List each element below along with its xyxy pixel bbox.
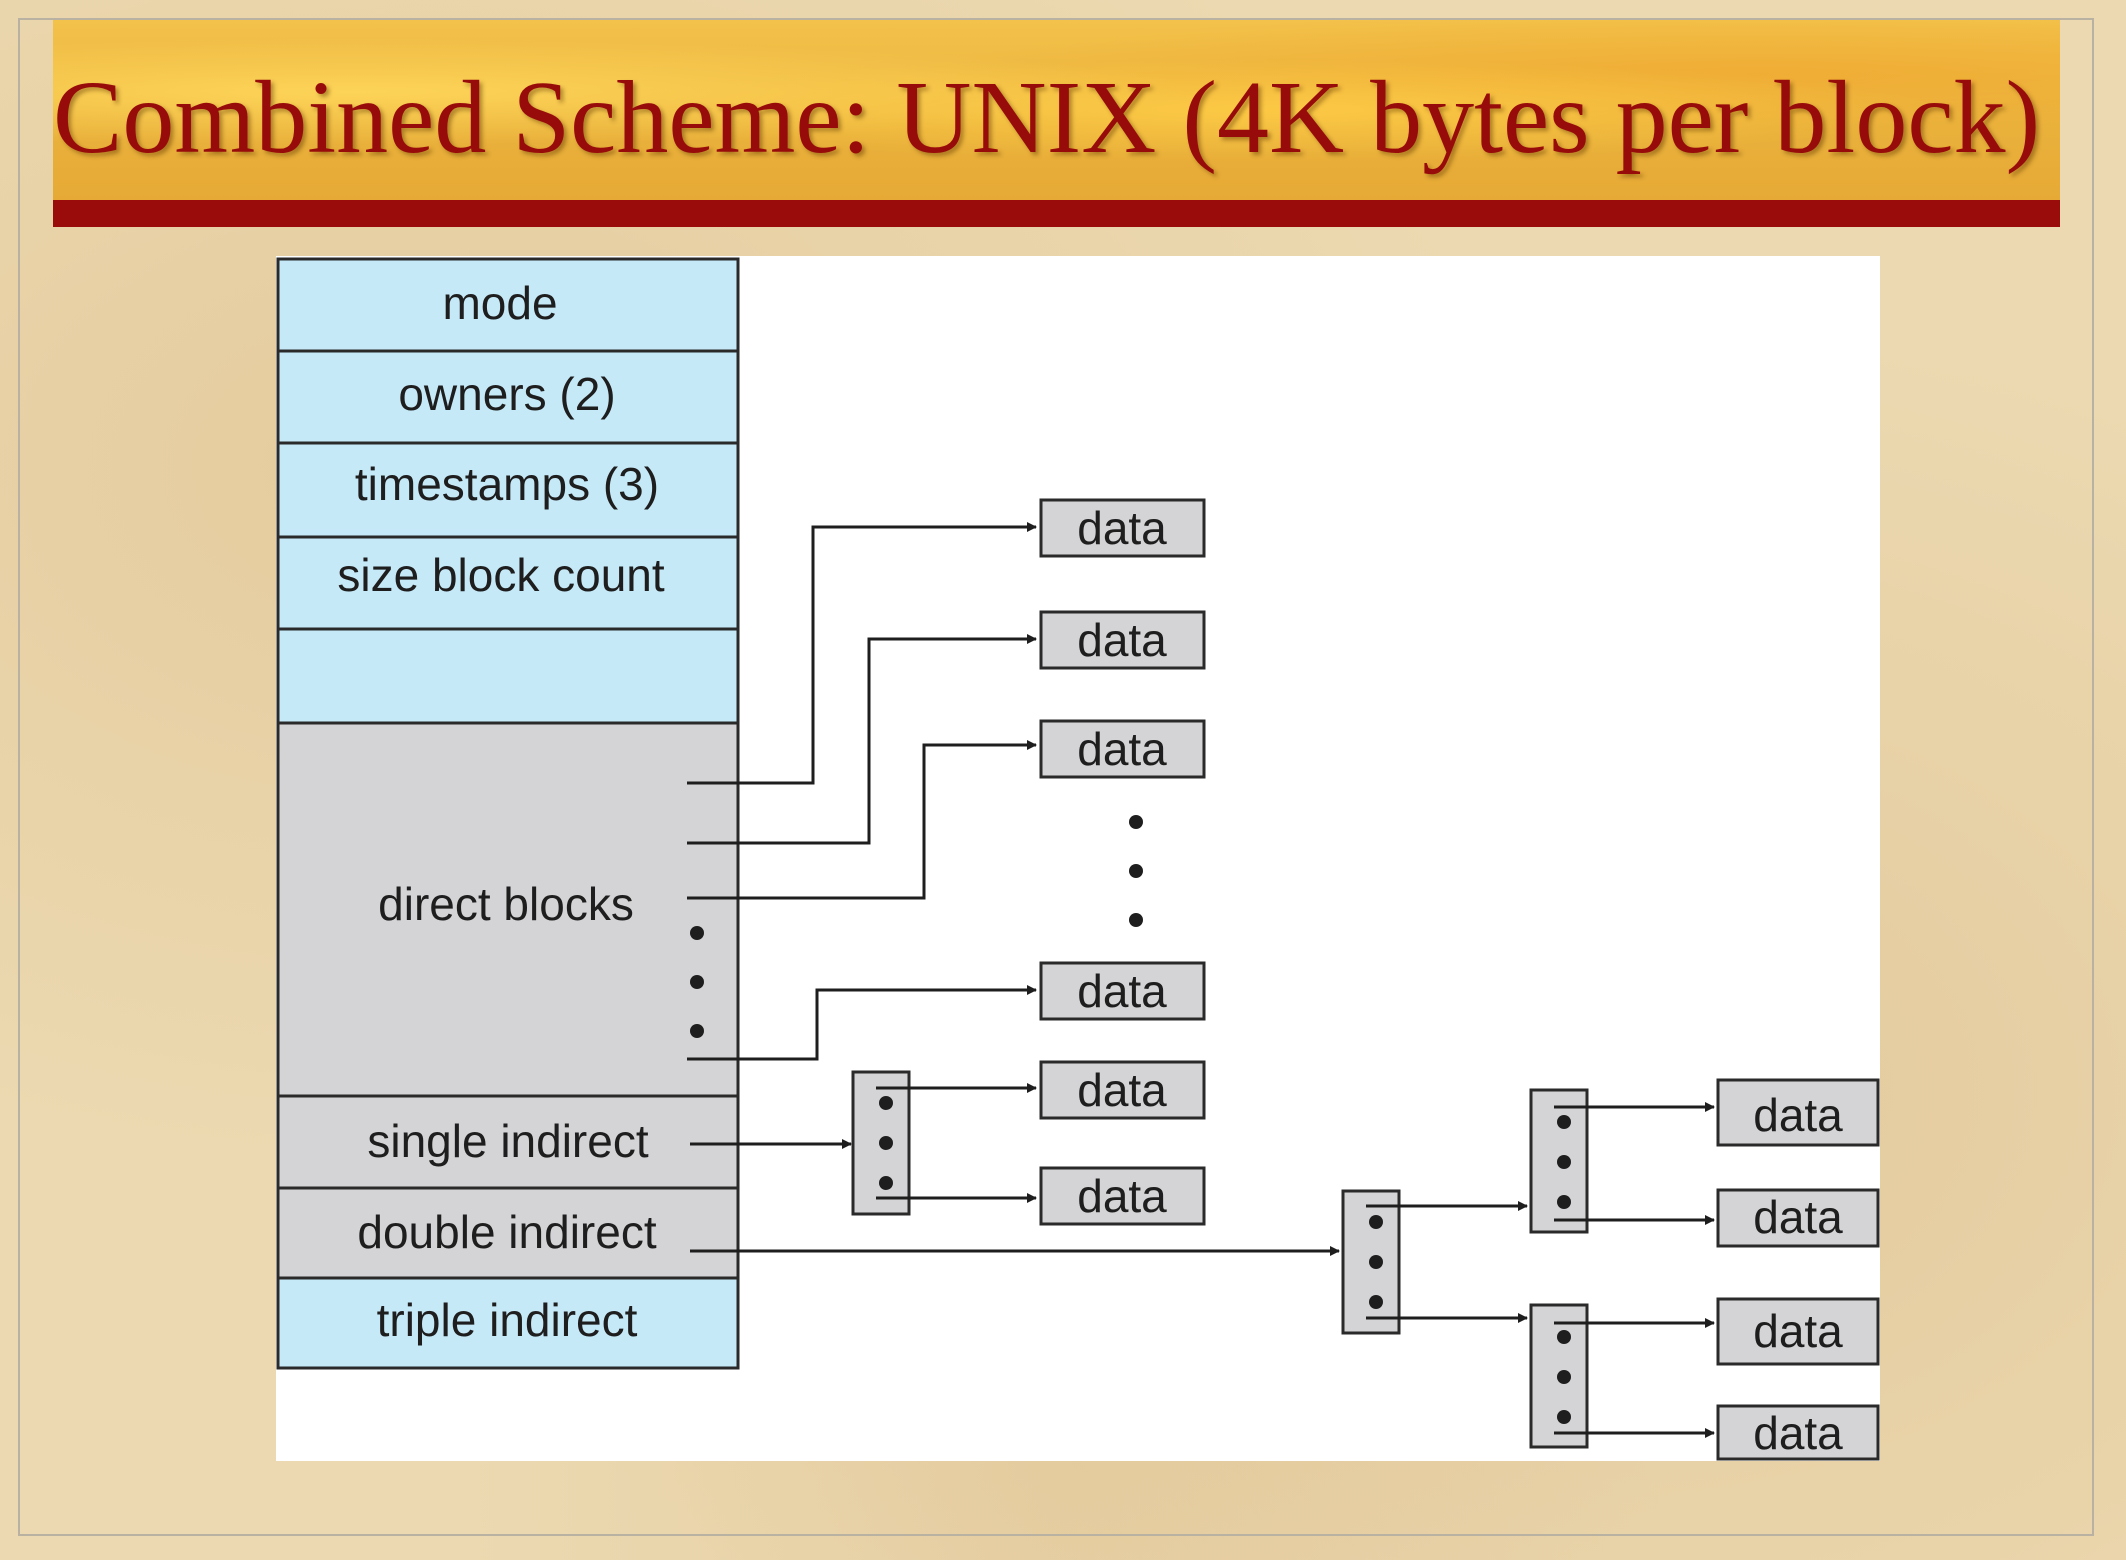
- inode-cell-direct-blocks: [276, 721, 740, 1098]
- slide-title: Combined Scheme: UNIX (4K bytes per bloc…: [53, 60, 2041, 175]
- title-underline: [53, 200, 2060, 227]
- inode-label-mode: mode: [442, 277, 557, 329]
- data-column-1-labels: data data data data data data: [1077, 502, 1167, 1222]
- data-column-ellipsis: [1129, 815, 1143, 927]
- data-label: data: [1077, 723, 1167, 775]
- direct-pointer-lines: [687, 522, 1340, 1256]
- inode-label-size-block-count: size block count: [337, 549, 664, 601]
- title-banner: [53, 20, 2060, 200]
- inode-label-double-indirect: double indirect: [357, 1206, 656, 1258]
- data-label: data: [1077, 502, 1167, 554]
- inode-cell-owners: [276, 349, 740, 445]
- inode-label-triple-indirect: triple indirect: [377, 1294, 638, 1346]
- inode-cell-triple-indirect: [276, 1276, 740, 1370]
- direct-pointer-n: [687, 985, 1037, 1061]
- data-label: data: [1753, 1305, 1843, 1357]
- inode-cell-empty: [276, 627, 740, 725]
- data-column-1: [1039, 498, 1206, 1226]
- data-block: [1039, 498, 1206, 558]
- data-block: [1716, 1404, 1880, 1461]
- data-block: [1039, 719, 1206, 779]
- inode-label-owners: owners (2): [398, 368, 615, 420]
- data-label: data: [1753, 1191, 1843, 1243]
- inode-diagram: mode owners (2) timestamps (3) size bloc…: [276, 257, 1880, 1461]
- data-block: [1716, 1078, 1880, 1147]
- inode-cell-mode: [276, 257, 740, 353]
- double-indirect-block: [1341, 1189, 1528, 1335]
- data-label: data: [1077, 1170, 1167, 1222]
- inode-cell-double-indirect: [276, 1186, 740, 1280]
- data-label: data: [1753, 1089, 1843, 1141]
- single-indirect-block: [851, 1070, 1037, 1216]
- data-label: data: [1077, 614, 1167, 666]
- data-block: [1716, 1188, 1880, 1248]
- inode-cell-timestamps: [276, 441, 740, 539]
- indirect-block-upper: [1529, 1088, 1715, 1234]
- inode-label-single-indirect: single indirect: [367, 1115, 648, 1167]
- direct-blocks-ellipsis: [690, 926, 704, 1038]
- inode-label-timestamps: timestamps (3): [355, 458, 659, 510]
- indirect-block-lower: [1529, 1303, 1715, 1449]
- data-block: [1716, 1297, 1880, 1366]
- data-block: [1039, 1166, 1206, 1226]
- data-column-2-labels: data data data data: [1753, 1089, 1843, 1459]
- inode-label-direct-blocks: direct blocks: [378, 878, 634, 930]
- data-label: data: [1077, 1064, 1167, 1116]
- slide-frame: [18, 18, 2094, 1536]
- data-column-2: [1716, 1078, 1880, 1461]
- inode-table: [276, 257, 740, 1370]
- data-label: data: [1077, 965, 1167, 1017]
- data-block: [1039, 1060, 1206, 1120]
- diagram-panel: mode owners (2) timestamps (3) size bloc…: [276, 256, 1880, 1461]
- data-block: [1039, 961, 1206, 1021]
- direct-pointer-1: [687, 522, 1037, 785]
- data-label: data: [1753, 1407, 1843, 1459]
- direct-pointer-3: [687, 740, 1037, 900]
- direct-pointer-2: [687, 634, 1037, 845]
- data-block: [1039, 610, 1206, 670]
